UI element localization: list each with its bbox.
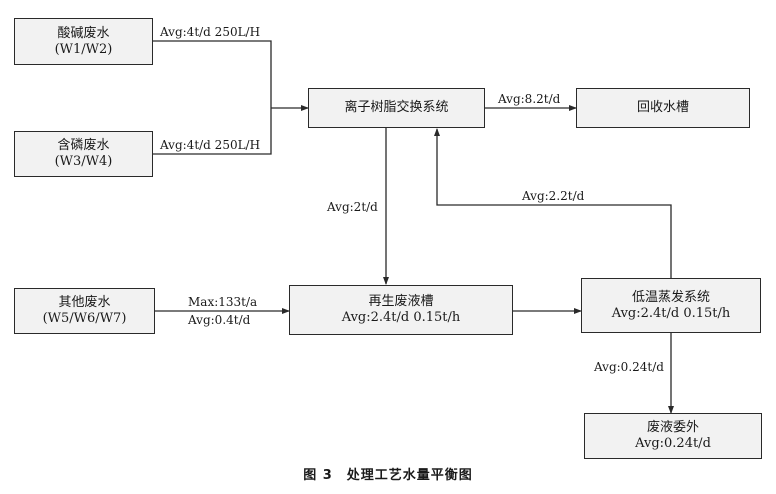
- box-sub: (W3/W4): [54, 154, 113, 169]
- box-sub: (W1/W2): [54, 41, 113, 57]
- box-title: 回收水槽: [636, 100, 689, 115]
- flow-label-other-max: Max:133t/a: [188, 295, 258, 309]
- box-other-wastewater: 其他废水 (W5/W6/W7): [14, 288, 155, 334]
- box-title: 离子树脂交换系统: [344, 100, 449, 115]
- figure-caption: 图 3 处理工艺水量平衡图: [303, 468, 473, 483]
- flow-label-phos-to-ion: Avg:4t/d 250L/H: [160, 138, 261, 152]
- box-acid-alkali-wastewater: 酸碱废水 (W1/W2): [14, 18, 153, 65]
- box-title: 低温蒸发系统: [631, 289, 710, 305]
- flow-label-acid-to-ion: Avg:4t/d 250L/H: [160, 25, 261, 39]
- box-low-temp-evaporation: 低温蒸发系统 Avg:2.4t/d 0.15t/h: [581, 278, 761, 333]
- box-ion-exchange-system: 离子树脂交换系统: [308, 88, 485, 128]
- box-sub: Avg:2.4t/d 0.15t/h: [611, 305, 731, 321]
- box-title: 酸碱废水: [57, 25, 110, 41]
- flow-label-other-avg: Avg:0.4t/d: [188, 313, 251, 327]
- box-sub: Avg:0.24t/d: [635, 436, 711, 451]
- box-recovery-tank: 回收水槽: [576, 88, 750, 128]
- arrow-evap-to-ion: [434, 128, 672, 278]
- box-sub: (W5/W6/W7): [42, 311, 127, 326]
- box-phosphorus-wastewater: 含磷废水 (W3/W4): [14, 131, 153, 177]
- box-waste-outsource: 废液委外 Avg:0.24t/d: [584, 413, 762, 459]
- box-regen-waste-tank: 再生废液槽 Avg:2.4t/d 0.15t/h: [289, 285, 513, 335]
- box-sub: Avg:2.4t/d 0.15t/h: [341, 310, 461, 325]
- flow-label-ion-to-recovery: Avg:8.2t/d: [498, 92, 561, 106]
- box-title: 再生废液槽: [368, 294, 434, 309]
- flow-label-evap-to-ion: Avg:2.2t/d: [522, 189, 585, 203]
- line-acid-to-ion: [153, 40, 272, 108]
- flow-label-ion-to-regen: Avg:2t/d: [327, 200, 378, 214]
- box-title: 其他废水: [58, 295, 111, 310]
- box-title: 含磷废水: [57, 138, 110, 153]
- flow-label-evap-to-outsource: Avg:0.24t/d: [594, 360, 664, 374]
- box-title: 废液委外: [646, 420, 699, 435]
- line-phos-to-ion: [153, 108, 272, 155]
